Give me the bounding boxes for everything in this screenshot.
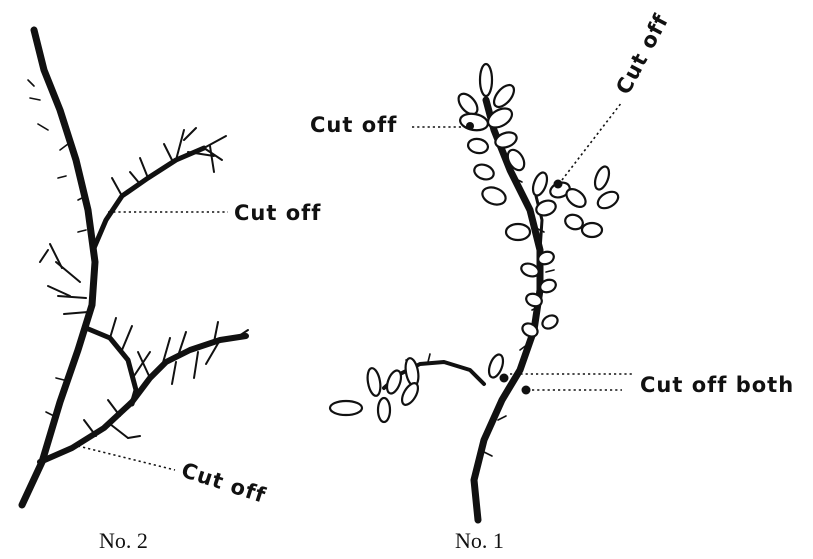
no2-upper-cut-label: Cut off xyxy=(234,201,321,225)
no2-lower-branch xyxy=(40,336,246,462)
no2-upper-branch xyxy=(94,148,204,248)
no1-top-right-leader xyxy=(562,102,622,180)
no1-lower-cut-label: Cut off both xyxy=(640,373,794,397)
no1-bud-lower-1 xyxy=(500,374,509,383)
no2-lower-cut-label: Cut off xyxy=(178,458,269,508)
no1-top-right-cut-label: Cut off xyxy=(611,10,673,98)
no2-main-trunk xyxy=(22,30,95,505)
no1-bud-lower-2 xyxy=(522,386,531,395)
no1-bud-top-left xyxy=(466,122,474,130)
no1-main-cane xyxy=(474,100,540,520)
no2-lower-leader xyxy=(78,446,175,470)
no1-bud-top-right xyxy=(554,180,563,189)
figure-no2-caption: No. 2 xyxy=(99,528,148,553)
no2-middle-limb xyxy=(86,328,136,404)
figure-no2-branch xyxy=(22,28,248,505)
figure-no1-caption: No. 1 xyxy=(455,528,504,553)
no1-top-left-cut-label: Cut off xyxy=(310,113,397,137)
